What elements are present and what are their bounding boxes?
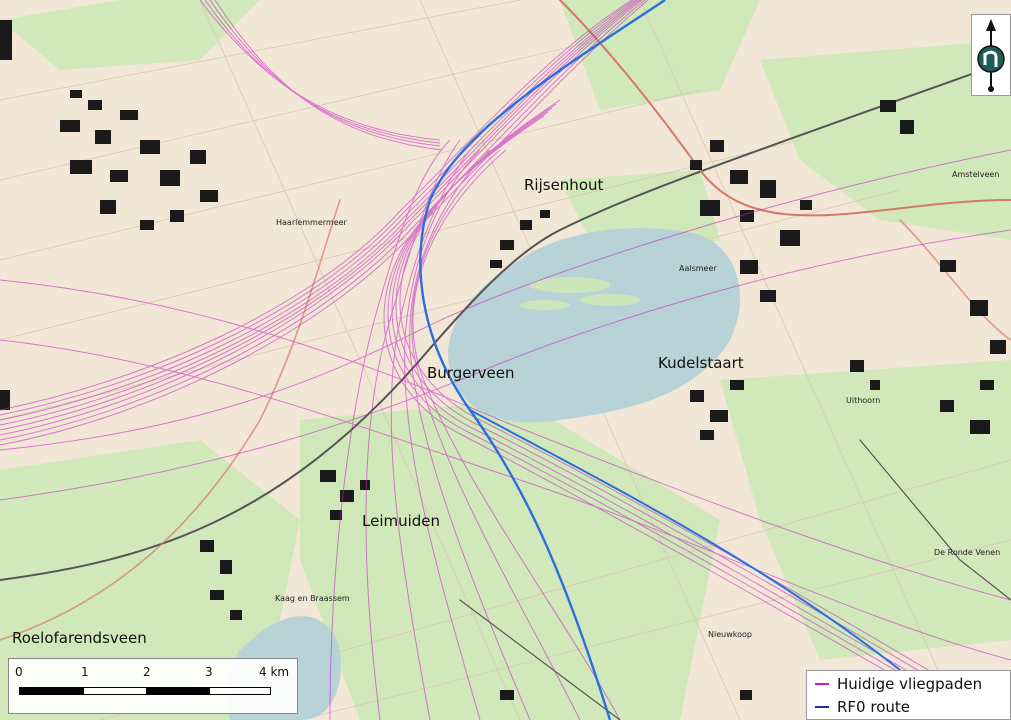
rf0-route: [419, 0, 901, 720]
scale-tick-4: 4 km: [259, 665, 290, 679]
place-kaag-en-braassem: Kaag en Braassem: [275, 594, 350, 603]
legend-swatch-magenta: [815, 683, 829, 685]
scale-bar: 0 1 2 3 4 km: [8, 658, 298, 714]
place-aalsmeer: Aalsmeer: [679, 264, 717, 273]
place-rijsenhout: Rijsenhout: [524, 176, 604, 194]
scale-tick-0: 0: [15, 665, 23, 679]
place-uithoorn: Uithoorn: [846, 396, 881, 405]
legend-item-rf0-route: RF0 route: [815, 696, 910, 718]
north-arrow-icon: [971, 14, 1011, 96]
place-nieuwkoop: Nieuwkoop: [708, 630, 752, 639]
scale-segment: [147, 687, 209, 695]
place-haarlemmermeer: Haarlemmermeer: [276, 218, 347, 227]
scale-tick-2: 2: [143, 665, 151, 679]
scale-segment: [209, 687, 271, 695]
built-up-areas: [0, 20, 1006, 710]
westeinder-lake: [448, 228, 740, 423]
place-roelofarendsveen: Roelofarendsveen: [12, 629, 147, 647]
place-kudelstaart: Kudelstaart: [658, 354, 744, 372]
legend-label: Huidige vliegpaden: [837, 675, 983, 693]
place-burgerveen: Burgerveen: [427, 364, 515, 382]
map-legend: Huidige vliegpaden RF0 route: [806, 670, 1011, 720]
legend-item-current-flight-paths: Huidige vliegpaden: [815, 673, 982, 695]
scale-tick-3: 3: [205, 665, 213, 679]
legend-swatch-blue: [815, 706, 829, 708]
scale-segment: [83, 687, 147, 695]
scale-segment: [19, 687, 83, 695]
legend-label: RF0 route: [837, 698, 910, 716]
lake-islands: [520, 277, 640, 310]
place-de-ronde-venen: De Ronde Venen: [934, 548, 1001, 557]
scale-tick-1: 1: [81, 665, 89, 679]
place-leimuiden: Leimuiden: [362, 512, 441, 530]
place-amstelveen: Amstelveen: [952, 170, 1000, 179]
